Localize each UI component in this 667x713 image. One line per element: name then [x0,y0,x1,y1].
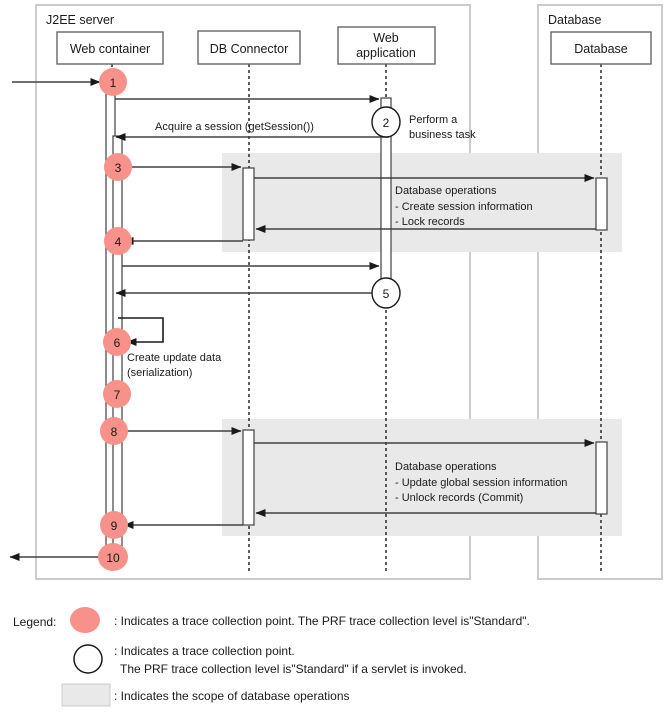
note-db-operations-lower-line1: Database operations [395,461,497,473]
trace-marker-2: 2 [371,106,401,138]
trace-marker-8-label: 8 [111,425,118,439]
legend-filled-circle-icon [70,607,100,633]
note-db-operations-lower-line2: - Update global session information [395,477,567,489]
trace-marker-5: 5 [371,277,401,309]
note-db-operations-upper-line3: - Lock records [395,216,465,228]
frame-database-label: Database [548,13,602,27]
lifeline-label-web-application-line2: application [356,46,416,60]
legend-hollow-circle-text-line2: The PRF trace collection level is"Standa… [120,662,467,676]
lifeline-box-web-application [337,26,436,65]
legend-hollow-circle-icon [73,644,103,674]
lifeline-box-web-container [56,31,164,65]
trace-marker-10: 10 [98,543,128,571]
note-perform-business-task-line2: business task [409,129,476,141]
frame-j2ee-server [35,4,471,580]
legend-title: Legend: [13,615,56,629]
trace-marker-3-label: 3 [115,161,122,175]
trace-marker-7-label: 7 [114,388,121,402]
lifeline-label-web-application-line1: Web [373,31,399,45]
trace-marker-6: 6 [103,328,131,356]
trace-marker-5-label: 5 [383,287,390,301]
note-db-operations-upper-line1: Database operations [395,185,497,197]
activation-database-upper [595,177,608,231]
frame-j2ee-server-label: J2EE server [46,13,114,27]
lifeline-box-database [550,31,652,65]
legend-scope-rect-icon [61,683,111,707]
scope-band-upper [222,153,622,252]
legend-filled-circle-text: : Indicates a trace collection point. Th… [114,614,530,628]
activation-database-lower [595,441,608,515]
lifeline-box-db-connector [197,30,301,65]
trace-marker-7: 7 [103,380,131,408]
legend-scope-rect-text: : Indicates the scope of database operat… [114,689,350,703]
activation-db-connector-lower [242,429,255,526]
trace-marker-2-label: 2 [383,116,390,130]
message-label-create-update-data-line2: (serialization) [127,367,192,379]
message-label-acquire-session: Acquire a session (getSession()) [155,121,314,133]
trace-marker-4: 4 [104,227,132,255]
lifeline-label-db-connector: DB Connector [210,42,289,56]
trace-marker-10-label: 10 [106,551,120,565]
activation-db-connector-upper [242,167,255,241]
message-label-create-update-data-line1: Create update data [127,352,222,364]
note-db-operations-upper-line2: - Create session information [395,201,533,213]
lifeline-label-web-container: Web container [70,42,150,56]
legend-hollow-circle-text-line1: : Indicates a trace collection point. [114,644,295,658]
note-perform-business-task-line1: Perform a [409,114,458,126]
trace-marker-1: 1 [99,68,127,96]
trace-marker-9-label: 9 [111,519,118,533]
lifeline-label-database: Database [574,42,628,56]
trace-marker-3: 3 [104,153,132,181]
trace-marker-4-label: 4 [115,235,122,249]
arrow-self-create-update-data [118,317,164,346]
scope-band-lower [222,419,622,536]
trace-marker-6-label: 6 [114,336,121,350]
note-db-operations-lower-line3: - Unlock records (Commit) [395,492,523,504]
trace-marker-9: 9 [100,511,128,539]
trace-marker-1-label: 1 [110,76,117,90]
frame-database [537,4,663,580]
trace-marker-8: 8 [100,417,128,445]
